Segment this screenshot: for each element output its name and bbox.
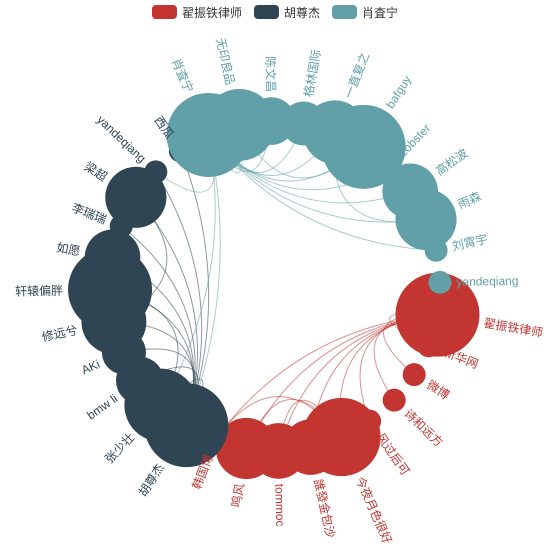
node-label: 一直复之 <box>342 51 372 101</box>
legend-label: 胡尊杰 <box>283 5 320 20</box>
node-label: 翟振铁律师 <box>483 316 545 340</box>
node-label: tommoc <box>272 484 287 527</box>
node-label: yandeqiang <box>456 274 518 289</box>
node-label: 微博 <box>424 377 452 403</box>
graph-node[interactable] <box>144 160 168 184</box>
graph-node[interactable] <box>395 188 457 251</box>
node-label: AKi <box>79 357 102 377</box>
nodes-layer <box>68 88 480 480</box>
node-label: 修远兮 <box>40 322 78 344</box>
node-label: yandeqiang <box>94 113 149 166</box>
legend-item[interactable]: 胡尊杰 <box>253 4 320 21</box>
graph-node[interactable] <box>84 229 141 286</box>
graph-node[interactable] <box>395 272 480 357</box>
node-label: 诗和远方 <box>401 406 446 450</box>
graph-node[interactable] <box>417 334 441 358</box>
legend-item[interactable]: 翟振铁律师 <box>151 4 242 21</box>
node-label: 轩辕偏胖 <box>15 283 63 299</box>
node-label: 梁超 <box>82 159 110 185</box>
node-label: bafguy <box>383 73 414 111</box>
node-label: 格林国际 <box>300 48 323 98</box>
graph-node[interactable] <box>247 97 296 145</box>
node-label: 李瑞瑞 <box>70 200 109 227</box>
node-label: 胡尊杰 <box>135 461 167 499</box>
legend-swatch <box>332 5 357 19</box>
graph-node[interactable] <box>382 388 406 412</box>
node-label: 今夜月色很好 <box>353 474 396 546</box>
node-label: 肖査宁 <box>169 56 197 95</box>
legend-swatch <box>151 5 177 19</box>
node-label: 雨森 <box>455 188 483 211</box>
graph-node[interactable] <box>424 238 448 262</box>
legend-label: 肖査宁 <box>362 5 399 20</box>
legend-swatch <box>253 5 279 19</box>
legend-item[interactable]: 肖査宁 <box>332 4 398 21</box>
legend-label: 翟振铁律师 <box>181 5 242 20</box>
chart-legend: 翟振铁律师 胡尊杰 肖査宁 <box>0 2 550 22</box>
node-label: 陈文昌 <box>263 56 279 92</box>
node-label: 如愿 <box>55 240 81 259</box>
graph-node[interactable] <box>215 417 277 480</box>
node-label: bmw li <box>84 391 120 422</box>
node-label: 誰發金包沙 <box>311 477 339 539</box>
graph-node[interactable] <box>402 363 426 387</box>
node-label: 张少壮 <box>102 430 137 466</box>
node-label: 高松波 <box>432 145 470 178</box>
graph-node[interactable] <box>428 270 452 294</box>
node-label: 风过后可 <box>373 431 412 478</box>
node-label: 刘霄宇 <box>451 232 489 253</box>
node-label: 无印良品 <box>213 36 238 86</box>
node-label: 鸣风 <box>228 482 247 508</box>
